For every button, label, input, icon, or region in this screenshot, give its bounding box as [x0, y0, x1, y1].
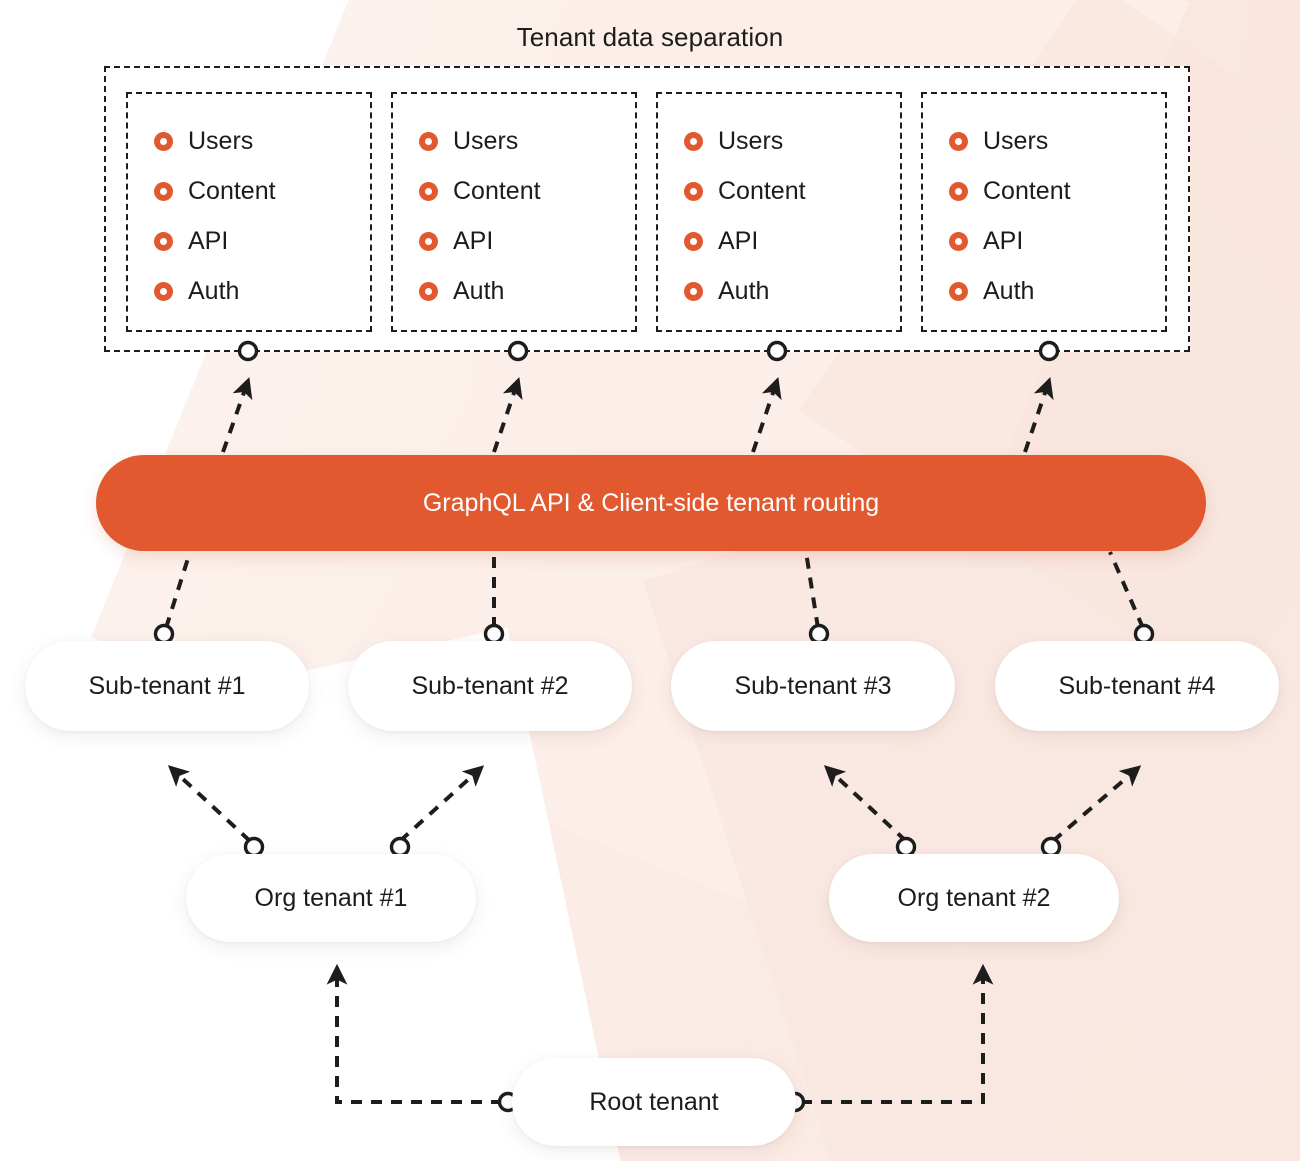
connector-dot-icon: [766, 340, 788, 362]
connector-dot-icon: [808, 623, 830, 645]
feature-row-users: Users: [154, 116, 370, 166]
feature-label: Users: [718, 126, 784, 155]
donut-icon: [684, 231, 703, 251]
wire-sub-3-to-api: [804, 551, 820, 629]
connector-dot-icon: [483, 623, 505, 645]
connector-dot-icon: [243, 836, 265, 858]
feature-row-content: Content: [419, 166, 635, 216]
wire-api-to-box-4: [1023, 377, 1054, 453]
tenant-data-box[interactable]: Users Content API Auth: [391, 92, 637, 332]
feature-label: Content: [188, 176, 276, 205]
feature-label: API: [453, 226, 494, 255]
donut-icon: [154, 231, 173, 251]
sub-tenant-label: Sub-tenant #1: [88, 671, 246, 700]
feature-label: Users: [983, 126, 1049, 155]
sub-tenant-label: Sub-tenant #2: [411, 671, 569, 700]
connector-dot-icon: [507, 340, 529, 362]
feature-row-content: Content: [154, 166, 370, 216]
sub-tenant-node[interactable]: Sub-tenant #1: [25, 641, 309, 731]
org-tenant-label: Org tenant #1: [254, 883, 408, 912]
feature-row-auth: Auth: [684, 266, 900, 316]
donut-icon: [419, 281, 438, 301]
tenant-data-box[interactable]: Users Content API Auth: [656, 92, 902, 332]
wire-org-2-to-sub-4: [1051, 765, 1142, 843]
connector-dot-icon: [1040, 836, 1062, 858]
feature-label: Auth: [983, 276, 1035, 305]
donut-icon: [684, 181, 703, 201]
feature-row-auth: Auth: [419, 266, 635, 316]
feature-row-api: API: [419, 216, 635, 266]
wire-org-2-to-sub-3: [823, 765, 908, 843]
sub-tenant-node[interactable]: Sub-tenant #2: [348, 641, 632, 731]
donut-icon: [949, 181, 968, 201]
donut-icon: [154, 181, 173, 201]
tenant-data-box[interactable]: Users Content API Auth: [126, 92, 372, 332]
feature-row-api: API: [684, 216, 900, 266]
org-tenant-node[interactable]: Org tenant #1: [186, 854, 476, 942]
feature-row-api: API: [949, 216, 1165, 266]
routing-bar-label: GraphQL API & Client-side tenant routing: [422, 488, 880, 517]
wire-sub-1-to-api: [164, 551, 192, 629]
donut-icon: [419, 131, 438, 151]
wire-org-1-to-sub-2: [398, 765, 485, 843]
donut-icon: [419, 231, 438, 251]
connector-dot-icon: [237, 340, 259, 362]
feature-label: API: [983, 226, 1024, 255]
wire-root-to-org-2: [801, 963, 994, 1104]
wire-root-to-org-1: [326, 963, 502, 1104]
sub-tenant-label: Sub-tenant #4: [1058, 671, 1216, 700]
donut-icon: [684, 131, 703, 151]
donut-icon: [949, 231, 968, 251]
feature-row-content: Content: [949, 166, 1165, 216]
sub-tenant-label: Sub-tenant #3: [734, 671, 892, 700]
donut-icon: [949, 281, 968, 301]
wire-sub-4-to-api: [1108, 551, 1145, 629]
feature-label: Auth: [718, 276, 770, 305]
feature-label: Content: [983, 176, 1071, 205]
tenant-data-box[interactable]: Users Content API Auth: [921, 92, 1167, 332]
feature-label: Auth: [188, 276, 240, 305]
org-tenant-label: Org tenant #2: [897, 883, 1051, 912]
donut-icon: [949, 131, 968, 151]
feature-row-content: Content: [684, 166, 900, 216]
org-tenant-node[interactable]: Org tenant #2: [829, 854, 1119, 942]
feature-label: API: [718, 226, 759, 255]
feature-label: Auth: [453, 276, 505, 305]
sub-tenant-node[interactable]: Sub-tenant #3: [671, 641, 955, 731]
wire-api-to-box-2: [492, 377, 523, 453]
donut-icon: [154, 131, 173, 151]
feature-label: Content: [453, 176, 541, 205]
feature-row-auth: Auth: [949, 266, 1165, 316]
feature-row-users: Users: [684, 116, 900, 166]
feature-label: Users: [453, 126, 519, 155]
connector-dot-icon: [1133, 623, 1155, 645]
feature-row-auth: Auth: [154, 266, 370, 316]
feature-label: API: [188, 226, 229, 255]
root-tenant-node[interactable]: Root tenant: [512, 1058, 796, 1146]
wire-org-1-to-sub-1: [167, 765, 252, 843]
connector-dot-icon: [153, 623, 175, 645]
root-tenant-label: Root tenant: [589, 1087, 719, 1116]
wire-api-to-box-3: [751, 377, 782, 453]
graphql-routing-bar[interactable]: GraphQL API & Client-side tenant routing: [96, 455, 1206, 551]
wire-api-to-box-1: [221, 377, 253, 453]
connector-dot-icon: [389, 836, 411, 858]
sub-tenant-node[interactable]: Sub-tenant #4: [995, 641, 1279, 731]
donut-icon: [419, 181, 438, 201]
connector-dot-icon: [895, 836, 917, 858]
donut-icon: [684, 281, 703, 301]
feature-label: Users: [188, 126, 254, 155]
feature-label: Content: [718, 176, 806, 205]
feature-row-api: API: [154, 216, 370, 266]
feature-row-users: Users: [419, 116, 635, 166]
page-title: Tenant data separation: [516, 22, 784, 52]
feature-row-users: Users: [949, 116, 1165, 166]
donut-icon: [154, 281, 173, 301]
connector-dot-icon: [1038, 340, 1060, 362]
